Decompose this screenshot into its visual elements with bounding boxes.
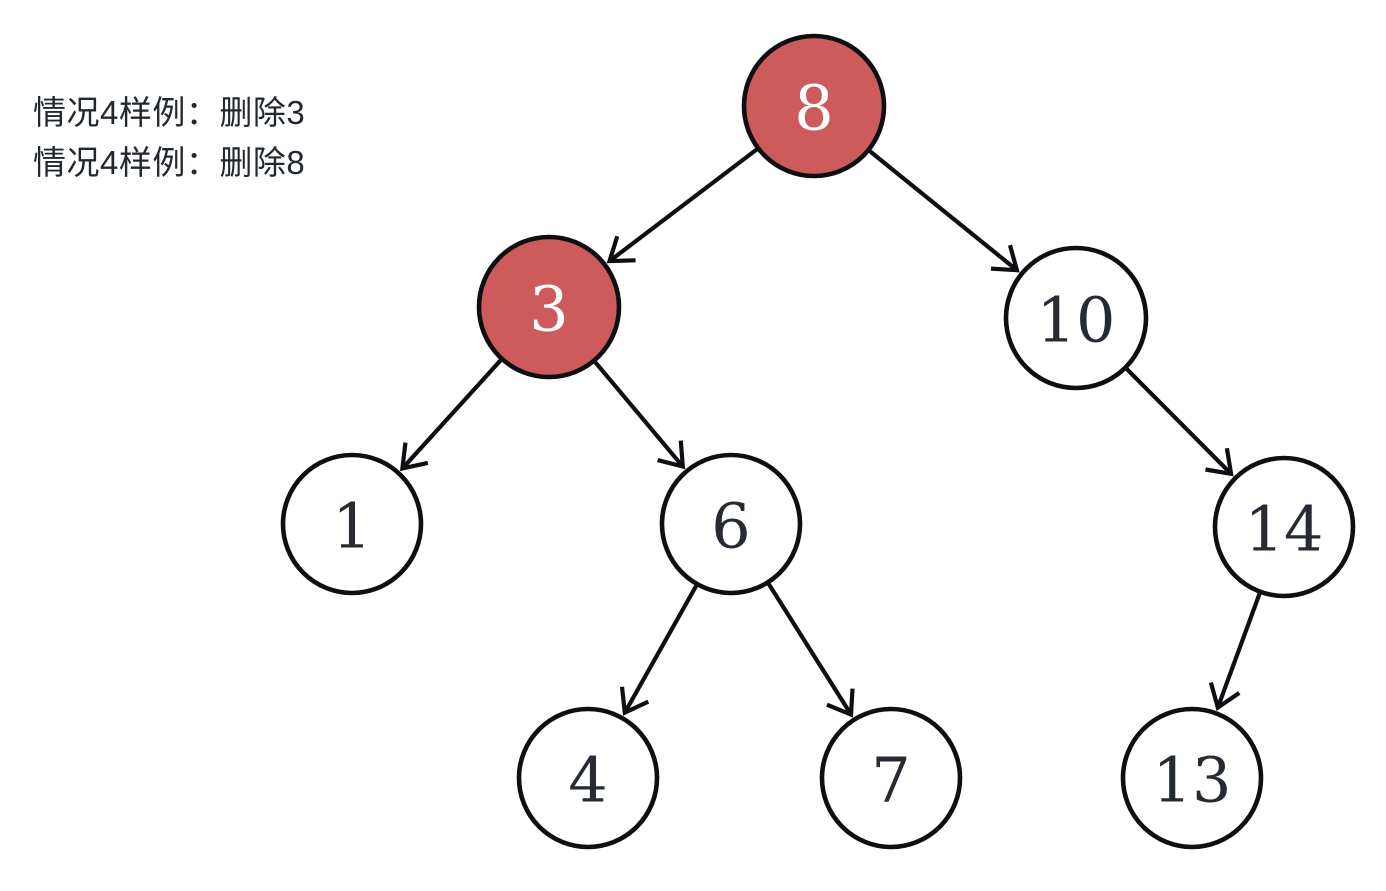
tree-node-1[interactable]: 1 <box>280 452 424 596</box>
caption-line-2: 情况4样例：删除8 <box>33 144 306 182</box>
node-label-14: 14 <box>1245 493 1324 566</box>
node-circle-4[interactable] <box>516 706 660 850</box>
tree-node-4[interactable]: 4 <box>516 706 660 850</box>
tree-node-7[interactable]: 7 <box>819 706 963 850</box>
node-circle-13[interactable] <box>1120 706 1264 850</box>
node-circle-3[interactable] <box>476 234 622 380</box>
arrowhead-icon <box>399 442 429 472</box>
tree-edge-14-to-13 <box>1208 592 1262 711</box>
node-label-6: 6 <box>711 490 750 563</box>
tree-edge-10-to-14 <box>1125 367 1234 477</box>
node-circle-10[interactable] <box>1003 245 1149 391</box>
tree-node-6[interactable]: 6 <box>659 452 803 596</box>
tree-edge-8-to-10 <box>868 149 1020 273</box>
tree-node-13[interactable]: 13 <box>1120 706 1264 850</box>
node-label-1: 1 <box>332 490 371 563</box>
node-circle-8[interactable] <box>741 33 887 179</box>
caption-block: 情况4样例：删除3 情况4样例：删除8 <box>33 88 493 188</box>
arrowhead-icon <box>606 235 636 264</box>
tree-node-3[interactable]: 3 <box>476 234 622 380</box>
tree-edge-3-to-6 <box>593 360 686 470</box>
arrowhead-icon <box>1208 681 1241 711</box>
node-label-10: 10 <box>1037 284 1116 357</box>
arrowhead-icon <box>657 440 686 470</box>
node-label-8: 8 <box>794 72 833 145</box>
tree-edge-6-to-7 <box>767 582 855 718</box>
arrowhead-icon <box>826 688 855 718</box>
node-label-13: 13 <box>1153 744 1232 817</box>
node-label-3: 3 <box>529 273 568 346</box>
tree-node-10[interactable]: 10 <box>1003 245 1149 391</box>
arrowhead-icon <box>990 244 1020 273</box>
tree-edge-6-to-4 <box>619 584 698 716</box>
node-circle-6[interactable] <box>659 452 803 596</box>
node-circle-1[interactable] <box>280 452 424 596</box>
node-circle-7[interactable] <box>819 706 963 850</box>
arrowhead-icon <box>619 686 650 716</box>
arrowhead-icon <box>1205 447 1234 477</box>
node-circle-14[interactable] <box>1212 455 1356 599</box>
tree-edge-8-to-3 <box>606 147 758 264</box>
node-label-4: 4 <box>568 744 607 817</box>
node-label-7: 7 <box>871 744 910 817</box>
tree-edge-3-to-1 <box>399 358 503 472</box>
tree-node-8[interactable]: 8 <box>741 33 887 179</box>
node-layer: 8 3 10 1 6 14 4 7 13 <box>280 33 1356 850</box>
tree-node-14[interactable]: 14 <box>1212 455 1356 599</box>
caption-line-1: 情况4样例：删除3 <box>33 94 306 131</box>
edge-layer <box>399 147 1262 718</box>
